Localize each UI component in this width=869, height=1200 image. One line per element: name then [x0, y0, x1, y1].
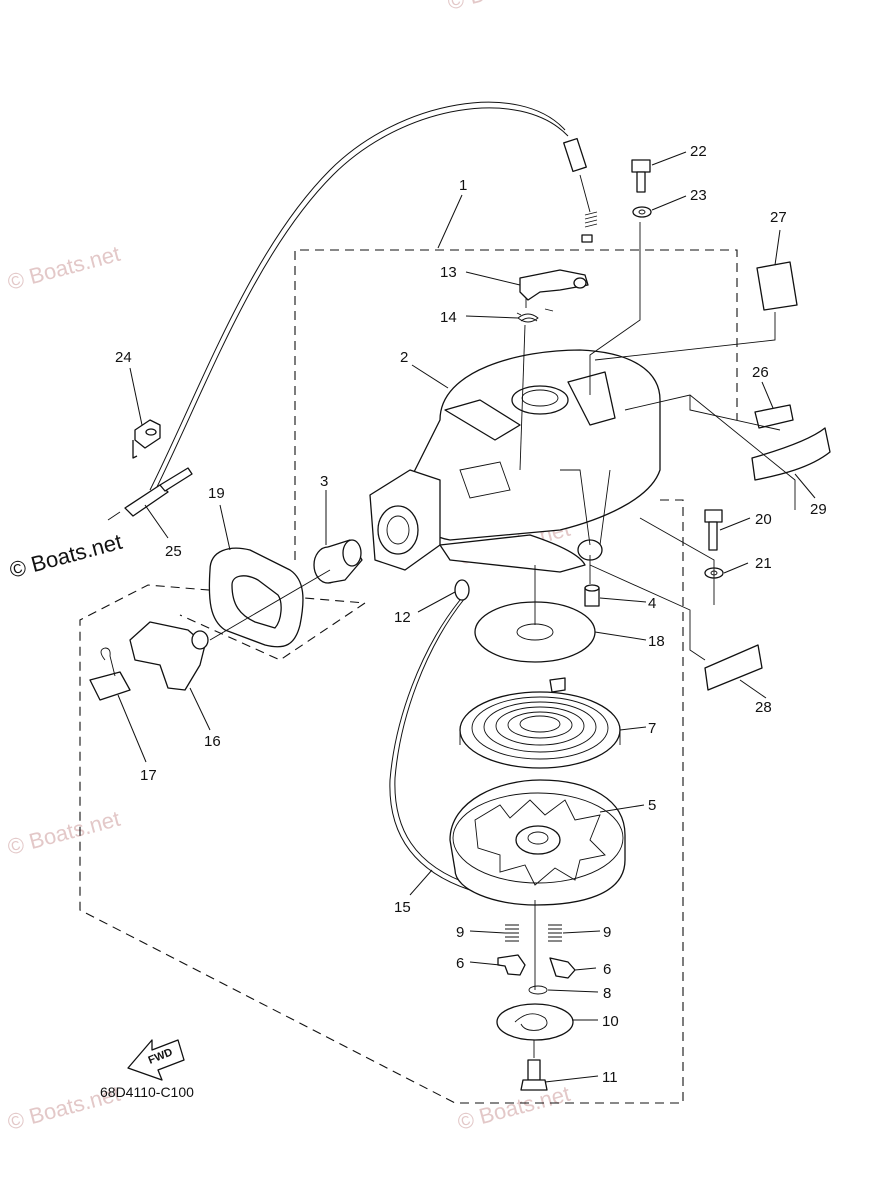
collar-part-4 — [584, 555, 600, 607]
callout-8: 8 — [603, 985, 611, 1002]
bolt-part-11 — [520, 1040, 548, 1091]
callout-9a: 9 — [456, 924, 464, 941]
callout-6a: 6 — [456, 955, 464, 972]
callout-24: 24 — [115, 349, 132, 366]
callout-21: 21 — [755, 555, 772, 572]
springs-part-9 — [505, 924, 562, 942]
callout-5: 5 — [648, 797, 656, 814]
callout-11: 11 — [602, 1069, 618, 1086]
callout-13: 13 — [440, 264, 457, 281]
watermark: © Boats.net — [5, 241, 123, 295]
lever-part-13 — [519, 269, 589, 308]
assembly-boundaries — [79, 249, 738, 1104]
callout-29: 29 — [810, 501, 827, 518]
handle-grip-part-19 — [208, 547, 304, 648]
spiral-spring-part-7 — [459, 677, 621, 769]
callout-2: 2 — [400, 349, 408, 366]
watermark: © Boats.net — [445, 0, 563, 15]
callout-22: 22 — [690, 143, 707, 160]
clip-part-8 — [528, 985, 548, 995]
callout-26: 26 — [752, 364, 769, 381]
bolt-part-22 — [631, 159, 651, 193]
plate-part-10 — [496, 1003, 574, 1041]
label-part-26 — [754, 404, 794, 429]
callout-12: 12 — [394, 609, 411, 626]
callout-4: 4 — [648, 595, 656, 612]
leader-lines — [117, 151, 816, 1083]
callout-27: 27 — [770, 209, 787, 226]
bracket-part-24 — [132, 419, 161, 459]
callout-15: 15 — [394, 899, 411, 916]
collar-part-3 — [313, 539, 363, 584]
part-code: 68D4110-C100 — [100, 1084, 194, 1100]
rope-line — [209, 569, 331, 641]
pawls-part-6 — [497, 954, 576, 979]
washer-part-23 — [632, 206, 652, 218]
watermark: © Boats.net — [455, 1081, 573, 1135]
label-part-29 — [751, 427, 831, 481]
drum-part-5 — [449, 779, 626, 990]
label-part-28 — [704, 644, 763, 691]
fwd-arrow-icon: FWD — [127, 1039, 185, 1081]
callout-9b: 9 — [603, 924, 611, 941]
callout-3: 3 — [320, 473, 328, 490]
handle-part-16 — [129, 621, 209, 691]
callout-1: 1 — [459, 177, 467, 194]
callout-6b: 6 — [603, 961, 611, 978]
bolt-part-20 — [704, 509, 723, 551]
callout-25: 25 — [165, 543, 182, 560]
watermark: © Boats.net — [7, 529, 125, 583]
starter-rope-part-15 — [389, 579, 473, 891]
callout-14: 14 — [440, 309, 457, 326]
label-part-27 — [756, 261, 798, 311]
rope-guide-part-12 — [454, 579, 470, 601]
callout-16: 16 — [204, 733, 221, 750]
callout-18: 18 — [648, 633, 665, 650]
callout-20: 20 — [755, 511, 772, 528]
clip-part-17 — [89, 647, 131, 701]
callout-17: 17 — [140, 767, 157, 784]
cable-end-fitting — [563, 137, 587, 173]
callout-19: 19 — [208, 485, 225, 502]
callout-23: 23 — [690, 187, 707, 204]
callout-labels: 1 2 3 4 5 6 6 7 8 9 9 10 11 12 13 14 15 … — [115, 143, 827, 1086]
watermark: © Boats.net — [5, 806, 123, 860]
cable-fitting-part-25 — [107, 467, 193, 521]
spring-part-14 — [516, 308, 554, 471]
callout-10: 10 — [602, 1013, 619, 1030]
callout-7: 7 — [648, 720, 656, 737]
callout-28: 28 — [755, 699, 772, 716]
starter-cable — [149, 101, 598, 496]
starter-housing-part-2 — [369, 349, 661, 573]
